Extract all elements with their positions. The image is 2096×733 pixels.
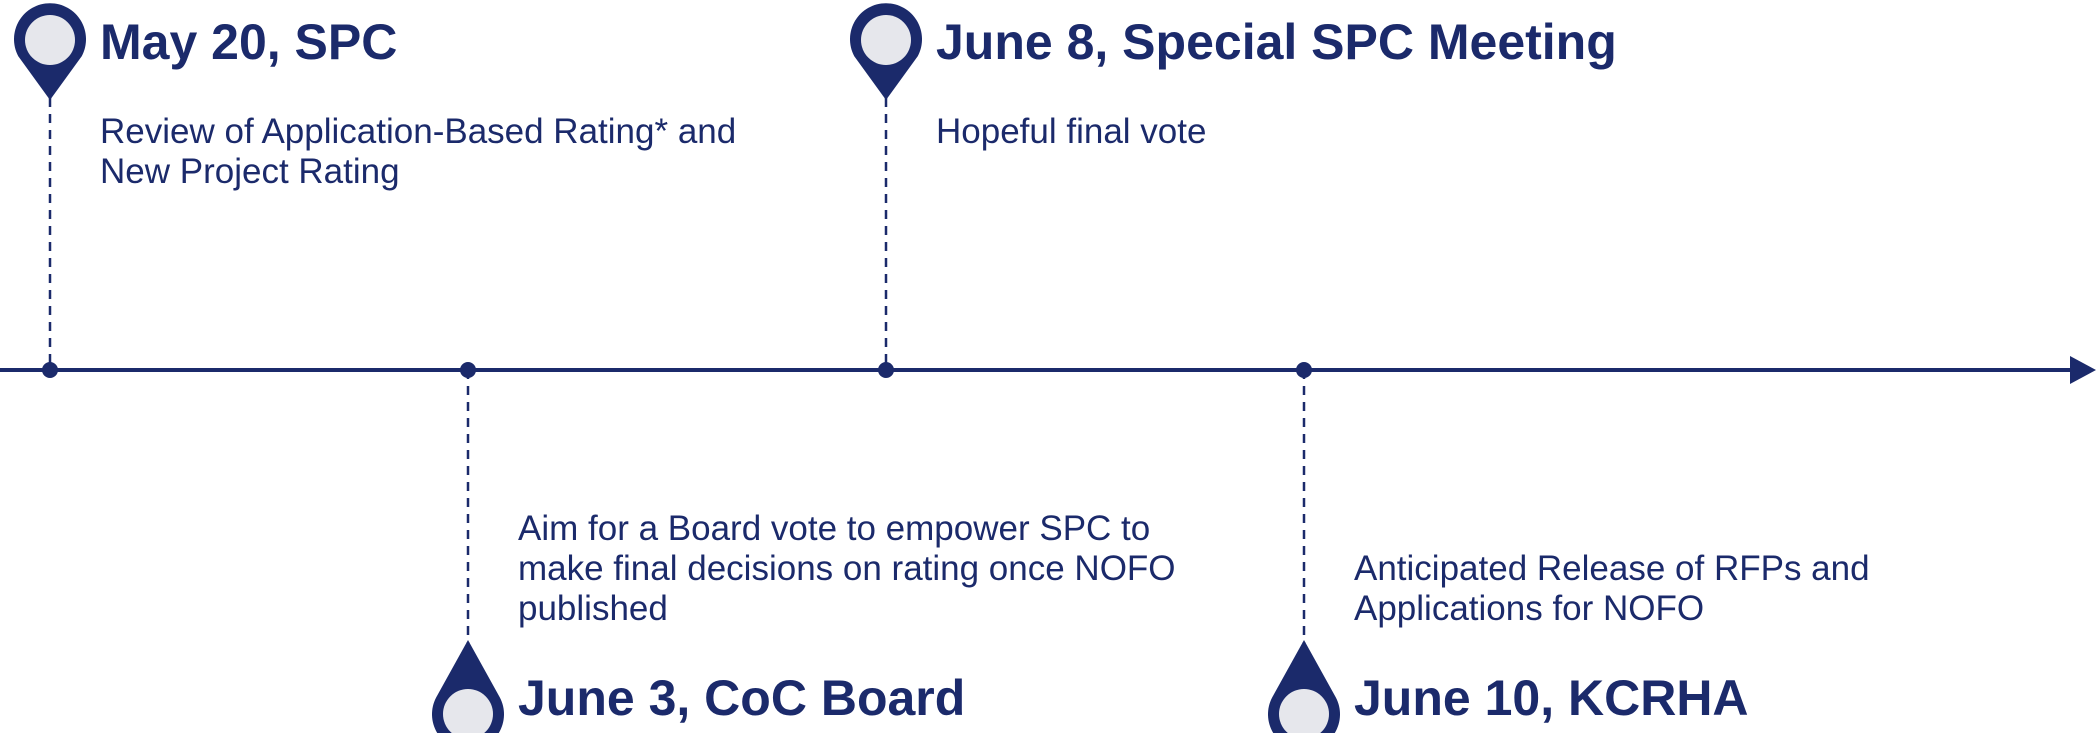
pin-icon-june-10 — [1268, 640, 1340, 733]
description-line: Anticipated Release of RFPs and — [1354, 549, 1870, 588]
event-title-may-20: May 20, SPC — [100, 14, 398, 70]
description-line: Hopeful final vote — [936, 112, 1207, 151]
event-description-june-8: Hopeful final vote — [936, 112, 1206, 152]
axis-dot-june-3 — [460, 362, 476, 378]
event-description-june-10: Anticipated Release of RFPs and Applicat… — [1354, 549, 1870, 629]
event-title-june-3: June 3, CoC Board — [518, 670, 966, 726]
pin-icon-june-3 — [432, 640, 504, 733]
event-description-june-3: Aim for a Board vote to empower SPC to m… — [518, 509, 1176, 629]
description-line: Aim for a Board vote to empower SPC to — [518, 509, 1151, 548]
description-line: New Project Rating — [100, 152, 400, 191]
description-line: Review of Application-Based Rating* and — [100, 112, 737, 151]
pin-icon-may-20 — [14, 3, 87, 100]
description-line: published — [518, 589, 668, 628]
description-line: make final decisions on rating once NOFO — [518, 549, 1176, 588]
pin-icon-june-8 — [850, 3, 922, 100]
axis-dot-june-8 — [878, 362, 894, 378]
axis-dot-june-10 — [1296, 362, 1312, 378]
event-description-may-20: Review of Application-Based Rating* and … — [100, 112, 736, 192]
description-line: Applications for NOFO — [1354, 589, 1705, 628]
event-title-june-8: June 8, Special SPC Meeting — [936, 14, 1617, 70]
timeline-arrowhead — [2070, 356, 2096, 384]
axis-dot-may-20 — [42, 362, 58, 378]
event-title-june-10: June 10, KCRHA — [1354, 670, 1749, 726]
